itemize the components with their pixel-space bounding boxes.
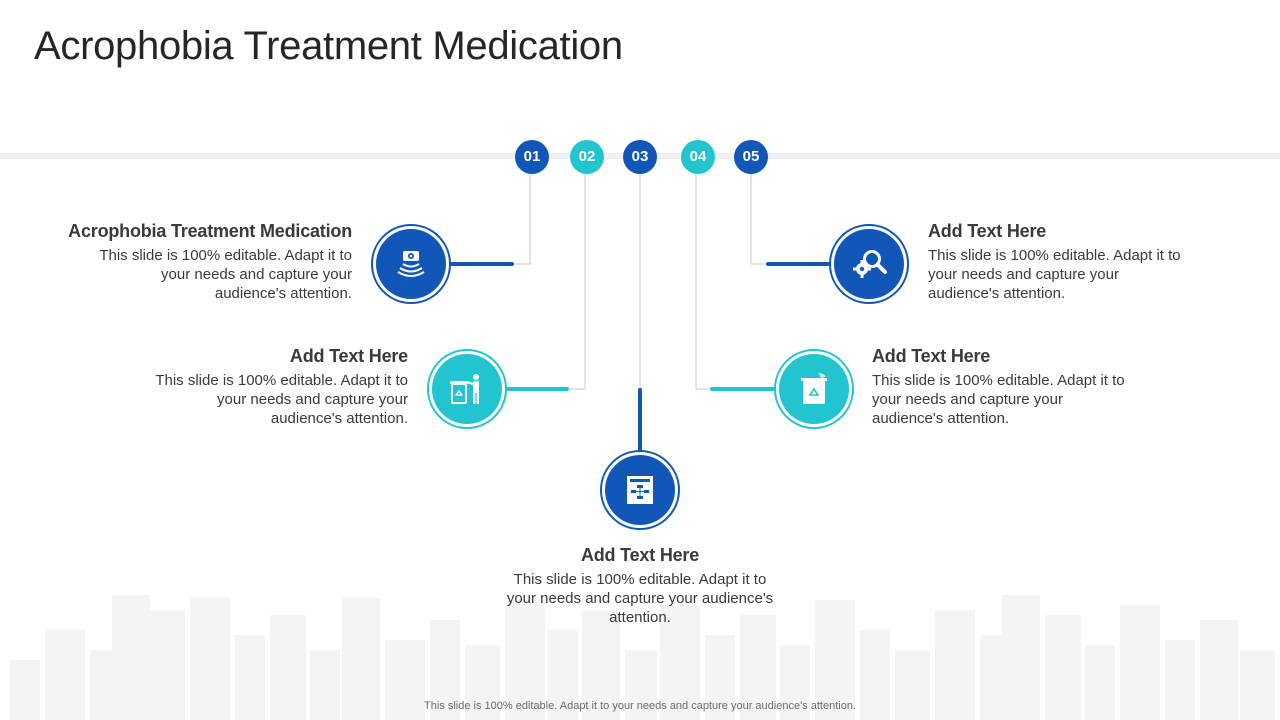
- step-03-icon-circle: [600, 450, 680, 530]
- step-number-05: 05: [734, 140, 768, 174]
- flowchart-board-icon: [627, 476, 653, 504]
- step-05-body: This slide is 100% editable. Adapt it to…: [928, 247, 1181, 302]
- step-03-heading: Add Text Here: [580, 545, 700, 565]
- page-title: Acrophobia Treatment Medication: [34, 24, 623, 68]
- step-02-body: This slide is 100% editable. Adapt it to…: [155, 372, 408, 427]
- step-02-text: Add Text Here This slide is 100% editabl…: [150, 346, 408, 428]
- step-04-text: Add Text Here This slide is 100% editabl…: [872, 346, 1130, 428]
- step-03-text: Add Text Here This slide is 100% editabl…: [500, 545, 780, 627]
- step-05-heading: Add Text Here: [928, 221, 1047, 241]
- step-number-04: 04: [681, 140, 715, 174]
- step-number-02: 02: [570, 140, 604, 174]
- step-01-heading: Acrophobia Treatment Medication: [68, 221, 352, 241]
- step-number-01: 01: [515, 140, 549, 174]
- step-01-body: This slide is 100% editable. Adapt it to…: [99, 247, 352, 302]
- skyline-background: [10, 595, 1275, 720]
- step-number-03: 03: [623, 140, 657, 174]
- step-04-body: This slide is 100% editable. Adapt it to…: [872, 372, 1125, 427]
- step-01-icon-circle: [371, 224, 451, 304]
- step-04-heading: Add Text Here: [872, 346, 991, 366]
- step-03-body: This slide is 100% editable. Adapt it to…: [506, 571, 774, 626]
- step-04-icon-circle: [774, 349, 854, 429]
- smart-recycle-bin-icon: [801, 373, 827, 404]
- step-02-heading: Add Text Here: [289, 346, 408, 366]
- surveillance-camera-icon: [397, 251, 425, 277]
- waste-disposal-person-icon: [450, 374, 479, 404]
- step-01-text: Acrophobia Treatment Medication This sli…: [40, 221, 352, 303]
- footer-note: This slide is 100% editable. Adapt it to…: [424, 700, 856, 712]
- step-05-text: Add Text Here This slide is 100% editabl…: [928, 221, 1190, 303]
- gear-search-icon: [853, 250, 887, 278]
- step-05-icon-circle: [829, 224, 909, 304]
- step-02-icon-circle: [427, 349, 507, 429]
